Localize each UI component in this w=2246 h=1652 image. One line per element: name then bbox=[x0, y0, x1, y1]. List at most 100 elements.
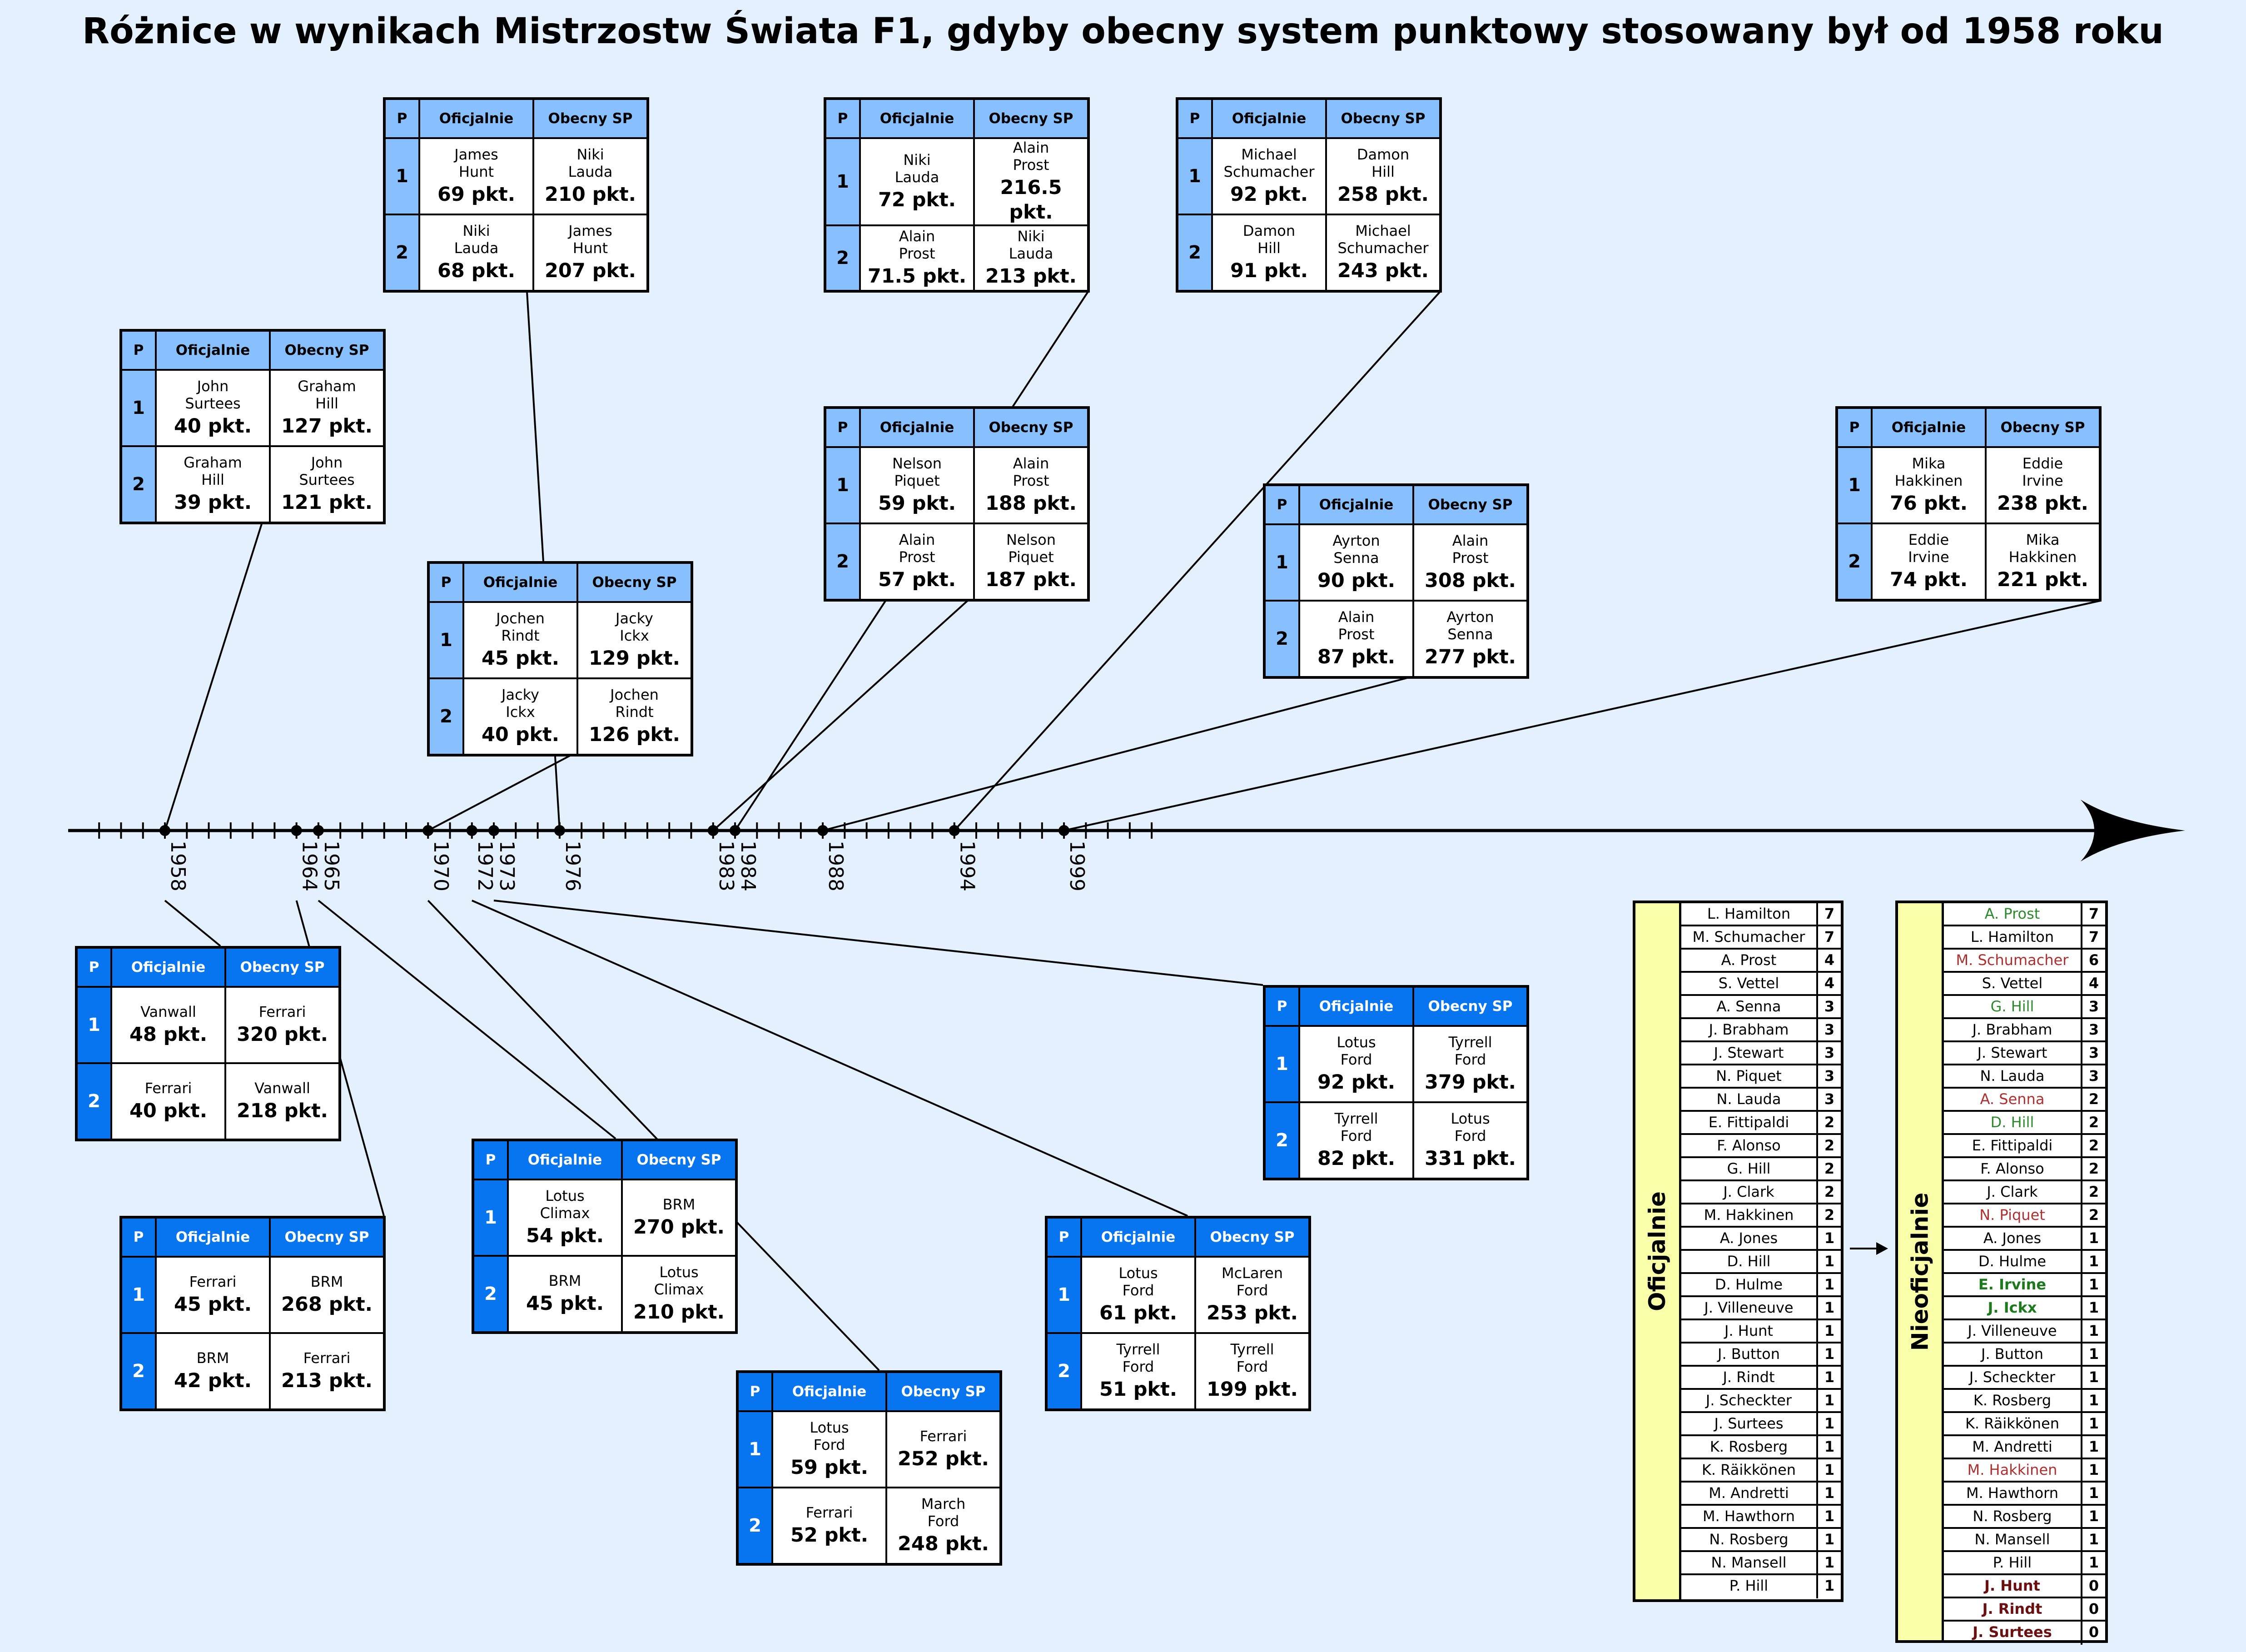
driver-name: M. Andretti bbox=[1972, 1438, 2052, 1455]
titles-count: 4 bbox=[1816, 973, 1841, 994]
driver-name: J. Stewart bbox=[1977, 1044, 2047, 1061]
entrant-name: John Surtees bbox=[185, 378, 241, 412]
rank-cell: 1 bbox=[1178, 137, 1211, 214]
driver-name: N. Rosberg bbox=[1973, 1508, 2052, 1525]
titles-count: 7 bbox=[2081, 903, 2105, 925]
entrant-name: Tyrrell Ford bbox=[1334, 1110, 1378, 1144]
entrant-name: James Hunt bbox=[568, 222, 612, 257]
titles-count: 2 bbox=[1816, 1181, 1841, 1203]
titles-count: 3 bbox=[1816, 1065, 1841, 1087]
points-value: 45 pkt. bbox=[174, 1293, 252, 1316]
header-current: Obecny SP bbox=[1325, 100, 1439, 137]
rank-cell: 2 bbox=[826, 224, 859, 290]
header-official: Oficjalnie bbox=[155, 332, 269, 369]
titles-count: 3 bbox=[2081, 1065, 2105, 1087]
entrant-name: Alain Prost bbox=[1338, 608, 1375, 643]
titles-count: 1 bbox=[1816, 1552, 1841, 1573]
points-value: 331 pkt. bbox=[1425, 1147, 1516, 1170]
header-official: Oficjalnie bbox=[418, 100, 532, 137]
header-pos: P bbox=[826, 100, 859, 137]
titles-count: 7 bbox=[2081, 926, 2105, 948]
driver-name: J. Rindt bbox=[1723, 1368, 1775, 1386]
titles-count: 3 bbox=[1816, 996, 1841, 1017]
header-current: Obecny SP bbox=[532, 100, 646, 137]
driver-name: E. Fittipaldi bbox=[1972, 1137, 2053, 1154]
header-pos: P bbox=[1266, 988, 1298, 1025]
timeline-year-label: 1958 bbox=[166, 841, 189, 891]
driver-name: N. Mansell bbox=[1711, 1554, 1787, 1571]
driver-name: M. Schumacher bbox=[1692, 928, 1805, 945]
entrant-name: Ayrton Senna bbox=[1332, 532, 1380, 567]
points-value: 221 pkt. bbox=[1997, 568, 2088, 591]
arrow-right-icon bbox=[1850, 1242, 1888, 1255]
entrant-name: John Surtees bbox=[299, 454, 355, 488]
rank-cell: 2 bbox=[1838, 522, 1871, 599]
header-official: Oficjalnie bbox=[1080, 1219, 1194, 1256]
entrant-name: Mika Hakkinen bbox=[2008, 531, 2077, 566]
points-value: 277 pkt. bbox=[1425, 646, 1516, 668]
driver-name: P. Hill bbox=[1993, 1554, 2032, 1571]
timeline-year-dot bbox=[313, 825, 324, 836]
points-value: 45 pkt. bbox=[481, 647, 560, 670]
timeline-year-label: 1965 bbox=[320, 841, 343, 891]
driver-name: M. Hakkinen bbox=[1967, 1461, 2057, 1478]
rank-cell: 2 bbox=[1266, 600, 1298, 676]
header-official: Oficjalnie bbox=[1871, 409, 1985, 446]
driver-name: A. Senna bbox=[1980, 1090, 2045, 1108]
entrant-name: Ferrari bbox=[189, 1273, 237, 1290]
points-value: 253 pkt. bbox=[1207, 1302, 1298, 1324]
rank-cell: 2 bbox=[78, 1062, 110, 1139]
points-value: 74 pkt. bbox=[1889, 568, 1968, 591]
entrant-name: Ferrari bbox=[144, 1080, 192, 1097]
driver-name: J. Villeneuve bbox=[1704, 1299, 1794, 1316]
titles-count: 0 bbox=[2081, 1622, 2105, 1645]
points-value: 121 pkt. bbox=[281, 491, 373, 514]
driver-name: J. Surtees bbox=[1973, 1623, 2052, 1641]
page-title: Różnice w wynikach Mistrzostw Świata F1,… bbox=[82, 11, 2164, 52]
driver-name: N. Mansell bbox=[1974, 1531, 2050, 1548]
rank-cell: 2 bbox=[474, 1255, 507, 1331]
points-value: 39 pkt. bbox=[174, 491, 252, 514]
points-value: 51 pkt. bbox=[1099, 1378, 1178, 1401]
points-value: 216.5 pkt. bbox=[1000, 176, 1062, 224]
driver-name: K. Rosberg bbox=[1973, 1392, 2052, 1409]
driver-name: E. Fittipaldi bbox=[1708, 1114, 1789, 1131]
header-current: Obecny SP bbox=[224, 949, 338, 986]
titles-count: 0 bbox=[2081, 1598, 2105, 1620]
driver-name: D. Hill bbox=[1990, 1114, 2034, 1131]
header-official: Oficjalnie bbox=[1298, 988, 1412, 1025]
points-value: 127 pkt. bbox=[281, 415, 373, 438]
rank-cell: 1 bbox=[1266, 1025, 1298, 1101]
